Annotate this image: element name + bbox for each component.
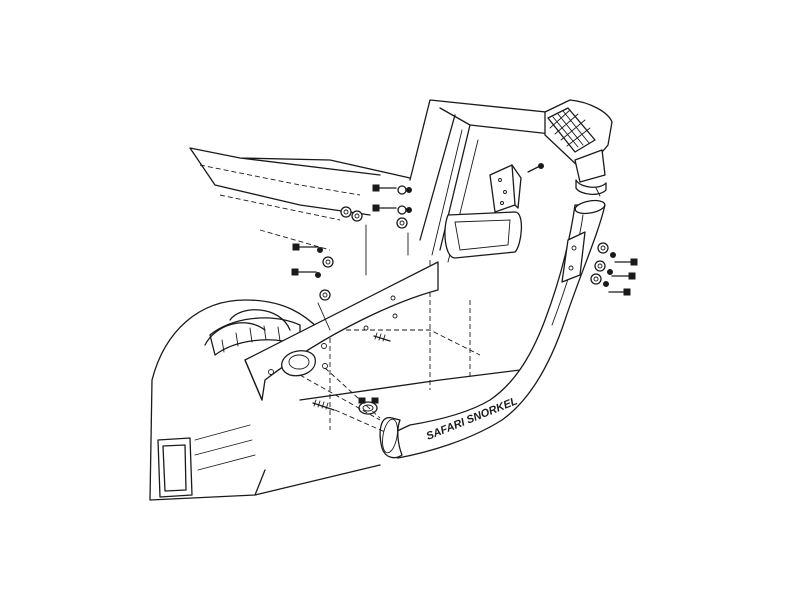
washer-pair xyxy=(340,206,408,229)
bolt-assembly xyxy=(291,268,331,301)
bolt-assembly xyxy=(590,273,631,296)
snorkel-elbow xyxy=(379,417,403,459)
lower-body-lines xyxy=(254,369,521,496)
bolt-assembly xyxy=(372,184,412,195)
bonnet-hidden-lines xyxy=(199,164,361,251)
headlamp xyxy=(157,437,193,498)
drill-hole xyxy=(321,343,327,349)
bolt-assembly xyxy=(292,243,334,268)
snorkel-top-pipe xyxy=(574,199,606,215)
hose-clamp-bottom xyxy=(358,397,379,415)
air-ram-head xyxy=(544,99,613,197)
air-cleaner-ribs xyxy=(221,325,281,353)
bracket-screw xyxy=(527,165,541,173)
vehicle-body xyxy=(149,99,576,501)
bolt-assembly xyxy=(594,260,636,280)
snorkel-mount-tab xyxy=(561,231,586,283)
panel-cutout xyxy=(281,350,316,377)
panel-screw xyxy=(373,335,391,342)
lower-hardware xyxy=(299,332,391,433)
threaded-stud xyxy=(312,402,335,411)
bolt-assembly xyxy=(597,242,638,266)
drill-hole xyxy=(390,295,396,301)
side-mirror xyxy=(444,211,523,259)
mounting-bracket xyxy=(489,163,544,213)
drill-hole xyxy=(322,363,328,369)
hose-clamp-top xyxy=(575,179,607,195)
fastener-guide-lines xyxy=(317,224,409,331)
drill-hole xyxy=(363,325,369,331)
drill-hole xyxy=(268,369,274,375)
fasteners-left xyxy=(291,184,412,331)
wing-panel xyxy=(244,261,439,401)
grille-lines xyxy=(194,424,256,471)
fasteners-right xyxy=(590,242,638,296)
install-guide-lines xyxy=(299,367,386,433)
bonnet-outline xyxy=(189,147,411,216)
bolt-assembly xyxy=(372,204,412,215)
windscreen-frame xyxy=(409,99,576,251)
lower-hidden-lines xyxy=(329,260,481,430)
wheel-arch xyxy=(204,309,291,346)
drill-hole xyxy=(392,313,398,319)
air-ram-neck xyxy=(574,149,606,183)
front-fender xyxy=(149,299,321,501)
